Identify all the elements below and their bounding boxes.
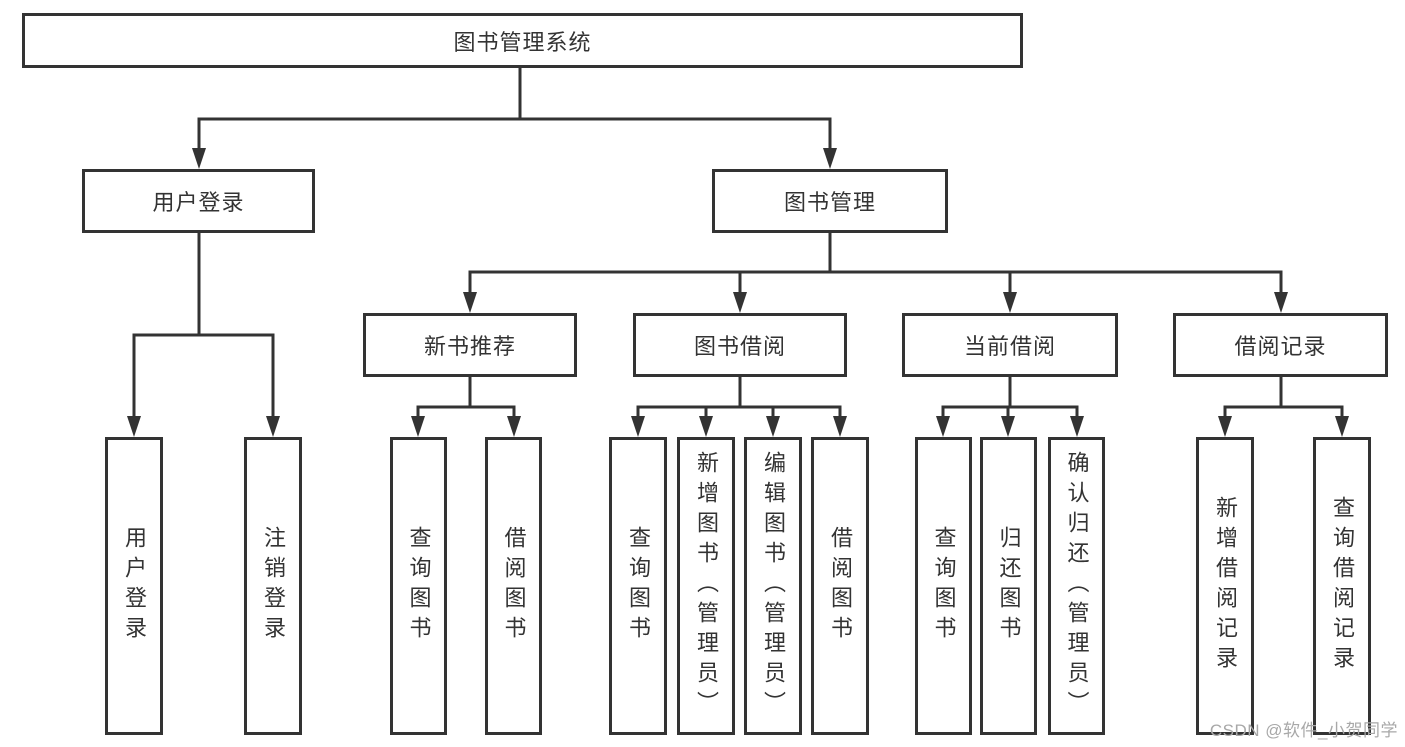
node-label: 查询图书 <box>406 526 432 646</box>
node-label: 新书推荐 <box>423 334 516 359</box>
node-user-login: 用户登录 <box>82 169 315 233</box>
node-return-book: 归还图书 <box>980 437 1037 735</box>
node-label: 新增图书（管理员） <box>694 451 719 721</box>
node-user-login-leaf: 用户登录 <box>105 437 163 735</box>
node-label: 查询借阅记录 <box>1330 496 1355 676</box>
node-label: 借阅图书 <box>501 526 527 646</box>
node-label: 借阅图书 <box>828 526 853 646</box>
node-logout-leaf: 注销登录 <box>244 437 302 735</box>
node-label: 编辑图书（管理员） <box>761 451 786 721</box>
node-borrow-books-recommend: 借阅图书 <box>485 437 542 735</box>
node-label: 查询图书 <box>626 526 651 646</box>
watermark: CSDN @软件_小贺同学 <box>1209 721 1398 740</box>
node-borrow-books-leaf: 借阅图书 <box>811 437 869 735</box>
node-query-books-current: 查询图书 <box>915 437 972 735</box>
node-current-borrow: 当前借阅 <box>902 313 1118 377</box>
node-label: 图书管理 <box>783 190 876 215</box>
node-new-book-recommend: 新书推荐 <box>363 313 577 377</box>
node-label: 当前借阅 <box>963 334 1056 359</box>
node-label: 图书管理系统 <box>453 29 592 55</box>
node-borrow-records: 借阅记录 <box>1173 313 1388 377</box>
node-query-books-recommend: 查询图书 <box>390 437 447 735</box>
node-label: 注销登录 <box>261 526 286 646</box>
node-confirm-return-admin: 确认归还（管理员） <box>1048 437 1105 735</box>
node-book-borrow: 图书借阅 <box>633 313 847 377</box>
node-query-books-borrow: 查询图书 <box>609 437 667 735</box>
node-add-book-admin: 新增图书（管理员） <box>677 437 735 735</box>
node-label: 确认归还（管理员） <box>1064 451 1090 721</box>
node-label: 用户登录 <box>122 526 147 646</box>
node-label: 借阅记录 <box>1234 334 1327 359</box>
node-add-borrow-record: 新增借阅记录 <box>1196 437 1254 735</box>
node-root: 图书管理系统 <box>22 13 1023 68</box>
node-label: 归还图书 <box>996 526 1022 646</box>
node-label: 用户登录 <box>152 190 245 215</box>
node-query-borrow-record: 查询借阅记录 <box>1313 437 1371 735</box>
node-label: 图书借阅 <box>693 334 786 359</box>
arrowheads <box>127 148 1349 437</box>
node-book-management: 图书管理 <box>712 169 948 233</box>
node-label: 新增借阅记录 <box>1213 496 1238 676</box>
node-label: 查询图书 <box>931 526 957 646</box>
node-edit-book-admin: 编辑图书（管理员） <box>744 437 802 735</box>
